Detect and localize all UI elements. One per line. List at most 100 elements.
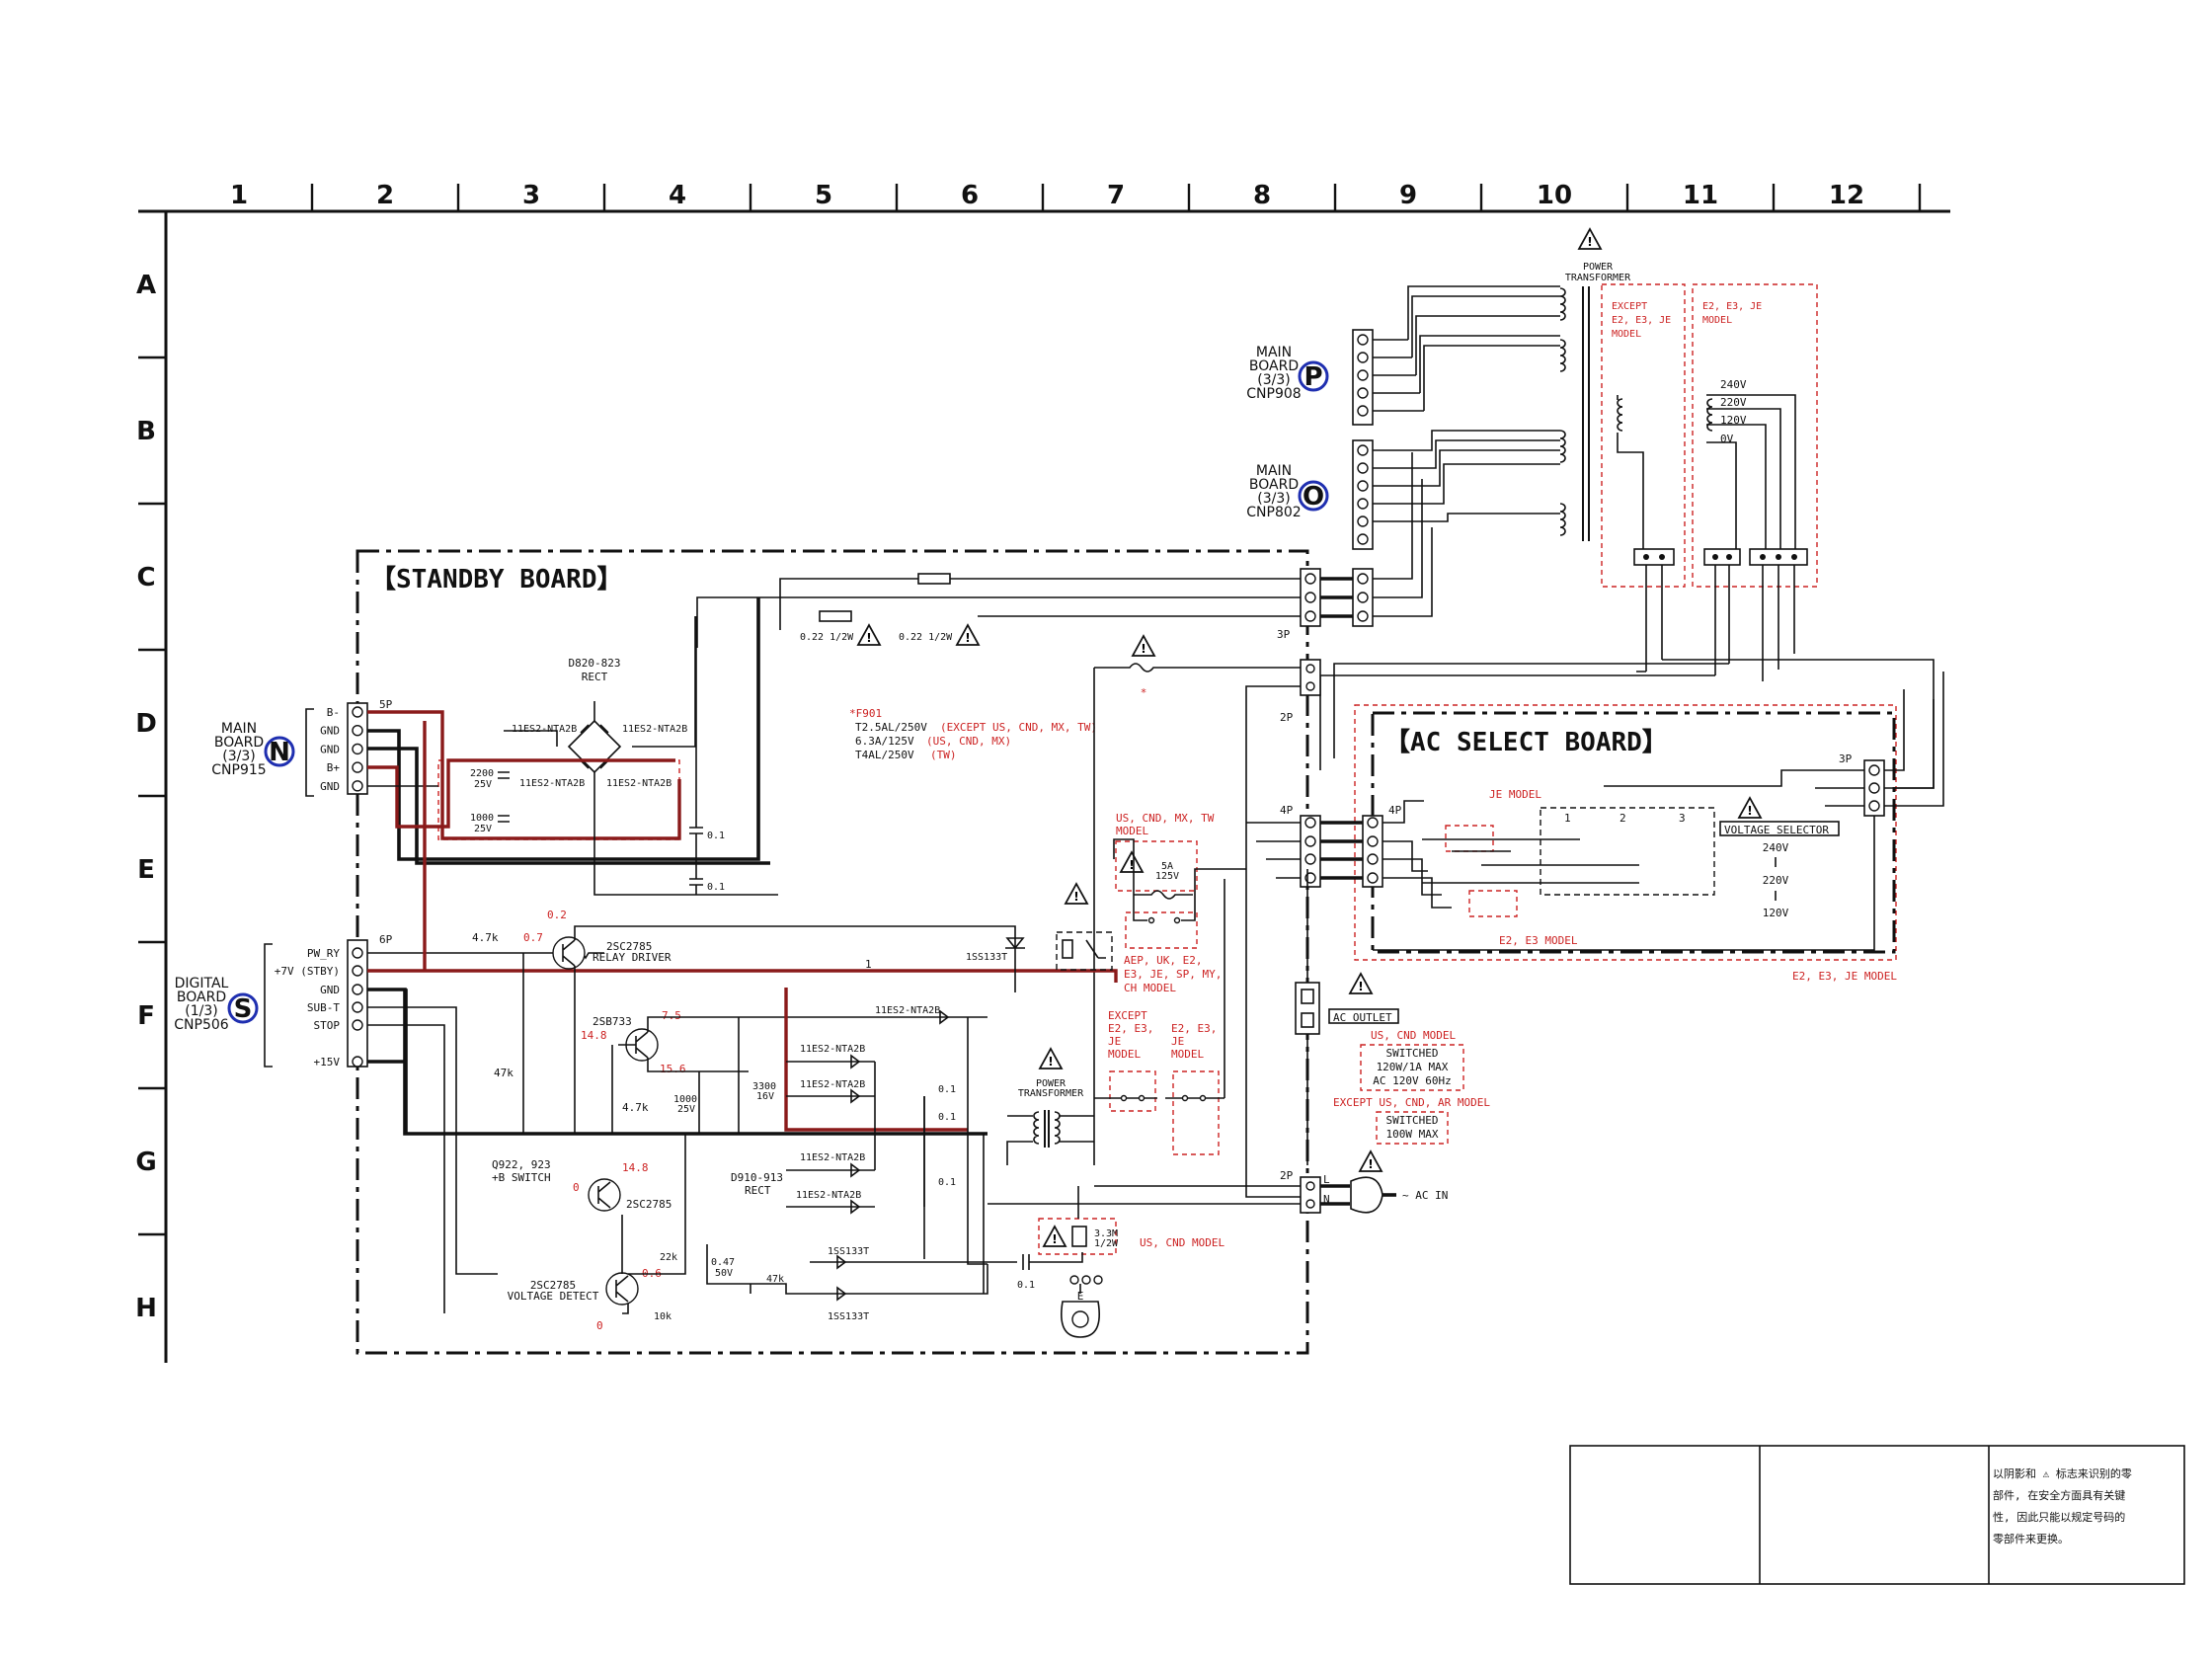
svg-text:0.22 1/2W: 0.22 1/2W	[899, 632, 953, 643]
tap-wires	[1617, 394, 1796, 551]
row-label: H	[135, 1294, 157, 1323]
svg-text:以阴影和 ⚠ 标志来识别的零: 以阴影和 ⚠ 标志来识别的零	[1993, 1466, 2132, 1480]
svg-text:E2, E3, JE: E2, E3, JE	[1702, 301, 1762, 312]
svg-text:240V: 240V	[1763, 841, 1789, 854]
pin-label: +15V	[314, 1056, 341, 1069]
safety-note-table: 以阴影和 ⚠ 标志来识别的零 部件, 在安全方面具有关键 性, 因此只能以规定号…	[1569, 1445, 2185, 1585]
caps-d: 2200 25V 1000 25V 0.1 0.1	[470, 768, 725, 893]
svg-text:VOLTAGE DETECT: VOLTAGE DETECT	[508, 1290, 599, 1303]
svg-text:TRANSFORMER: TRANSFORMER	[1018, 1088, 1084, 1099]
column-label: 12	[1829, 181, 1864, 210]
svg-text:MAIN: MAIN	[1256, 345, 1292, 360]
connector-pin	[1357, 444, 1369, 456]
svg-text:POWER: POWER	[1583, 262, 1614, 273]
svg-text:0.7: 0.7	[523, 931, 543, 944]
svg-text:2P: 2P	[1280, 1169, 1294, 1182]
svg-text:2200: 2200	[470, 768, 494, 779]
fuse-5a-region: US, CND, MX, TW MODEL 5A 125V AEP, UK, E…	[1115, 812, 1222, 994]
connector-pin	[1357, 369, 1369, 381]
svg-text:4P: 4P	[1388, 804, 1402, 817]
svg-text:S: S	[234, 994, 253, 1024]
connector-pin	[352, 706, 363, 718]
svg-text:3: 3	[1679, 812, 1686, 825]
svg-text:125V: 125V	[1155, 871, 1179, 882]
svg-text:E2, E3, JE: E2, E3, JE	[1612, 315, 1671, 326]
svg-text:US, CND MODEL: US, CND MODEL	[1371, 1029, 1456, 1042]
row-label: C	[136, 563, 155, 593]
connector-pin	[1357, 498, 1369, 510]
svg-text:11ES2-NTA2B: 11ES2-NTA2B	[875, 1005, 940, 1016]
column-label: 4	[669, 181, 686, 210]
svg-text:E2, E3,: E2, E3,	[1108, 1022, 1153, 1035]
region-e2-e3-je	[1692, 283, 1818, 588]
svg-text:P: P	[1304, 362, 1322, 392]
connector-pin	[1357, 610, 1369, 622]
svg-text:11ES2-NTA2B: 11ES2-NTA2B	[606, 778, 672, 789]
rectifier-f-g: 11ES2-NTA2B 11ES2-NTA2B 11ES2-NTA2B 11ES…	[784, 988, 988, 1265]
ac-select-board-title: 【AC SELECT BOARD】	[1384, 728, 1668, 757]
pin-label: SUB-T	[307, 1001, 340, 1014]
svg-text:(3/3): (3/3)	[222, 749, 255, 764]
pin-label: B+	[327, 761, 341, 774]
svg-text:(US, CND, MX): (US, CND, MX)	[926, 735, 1011, 748]
connector-pin	[1357, 592, 1369, 603]
connector-pin	[352, 780, 363, 792]
column-label: 8	[1253, 181, 1271, 210]
svg-text:22k: 22k	[660, 1252, 677, 1263]
connector-pin	[1357, 405, 1369, 417]
fuse-f901: * 2P	[1093, 635, 1321, 1198]
ac-select-outer-region	[1354, 704, 1897, 961]
svg-text:POWER: POWER	[1036, 1078, 1066, 1089]
connector-pin	[1868, 782, 1880, 794]
switched-us-cnd: US, CND MODEL SWITCHED 120W/1A MAX AC 12…	[1360, 1029, 1464, 1091]
svg-text:E3, JE, SP, MY,: E3, JE, SP, MY,	[1124, 968, 1222, 981]
svg-text:16V: 16V	[756, 1091, 774, 1102]
resistors-022: 0.22 1/2W 0.22 1/2W	[800, 624, 980, 646]
svg-text:120V: 120V	[1763, 907, 1789, 919]
svg-text:VOLTAGE SELECTOR: VOLTAGE SELECTOR	[1724, 824, 1829, 836]
pin-label: B-	[327, 706, 340, 719]
svg-text:0.22 1/2W: 0.22 1/2W	[800, 632, 854, 643]
connector-pin	[1367, 817, 1379, 829]
connector-pin	[352, 1019, 363, 1031]
svg-text:11ES2-NTA2B: 11ES2-NTA2B	[512, 724, 577, 735]
svg-text:2SC2785: 2SC2785	[530, 1279, 576, 1292]
connector-main-n: MAIN BOARD (3/3) CNP915 N 5P	[211, 698, 393, 797]
svg-text:0: 0	[573, 1181, 580, 1194]
svg-text:47k: 47k	[494, 1067, 514, 1079]
svg-text:1: 1	[865, 958, 872, 971]
svg-text:120W/1A MAX: 120W/1A MAX	[1377, 1061, 1449, 1073]
svg-text:4.7k: 4.7k	[622, 1101, 649, 1114]
svg-text:14.8: 14.8	[622, 1161, 649, 1174]
svg-text:(1/3): (1/3)	[185, 1003, 217, 1019]
switched-except: EXCEPT US, CND, AR MODEL SWITCHED 100W M…	[1333, 1096, 1490, 1145]
svg-text:AEP, UK, E2,: AEP, UK, E2,	[1124, 954, 1202, 967]
svg-text:3.3M: 3.3M	[1094, 1228, 1118, 1239]
ac-select-footer: E2, E3, JE MODEL	[1792, 970, 1897, 983]
voltage-detect: 2SC2785 VOLTAGE DETECT 0.6 0 22k 0.47 50…	[508, 1134, 988, 1332]
svg-text:1/2W: 1/2W	[1094, 1238, 1119, 1249]
connector-pin	[352, 1001, 363, 1013]
us-cnd-3m3: 3.3M 1/2W US, CND MODEL 0.1 E	[988, 1186, 1224, 1338]
svg-text:2: 2	[1620, 812, 1626, 825]
q922-b-switch: Q922, 923 +B SWITCH 14.8 0 2SC2785 D910-…	[492, 1158, 783, 1212]
svg-text:11ES2-NTA2B: 11ES2-NTA2B	[796, 1190, 861, 1201]
svg-text:MODEL: MODEL	[1612, 329, 1641, 340]
svg-text:MAIN: MAIN	[1256, 463, 1292, 479]
svg-text:5A: 5A	[1161, 861, 1173, 872]
svg-text:SWITCHED: SWITCHED	[1386, 1047, 1439, 1060]
svg-text:11ES2-NTA2B: 11ES2-NTA2B	[800, 1044, 865, 1055]
svg-text:SWITCHED: SWITCHED	[1386, 1114, 1439, 1127]
svg-text:1SS133T: 1SS133T	[966, 952, 1007, 963]
svg-text:N: N	[269, 738, 290, 767]
connector-pin	[1304, 835, 1316, 847]
svg-text:240V: 240V	[1720, 378, 1747, 391]
connector-pin	[1367, 835, 1379, 847]
svg-text:N: N	[1323, 1193, 1330, 1206]
svg-text:4.7k: 4.7k	[472, 931, 499, 944]
power-transformer-bottom: POWER TRANSFORMER	[1006, 1048, 1094, 1165]
row-label: G	[135, 1148, 156, 1177]
svg-text:1000: 1000	[673, 1094, 697, 1105]
svg-text:0.2: 0.2	[547, 909, 567, 921]
